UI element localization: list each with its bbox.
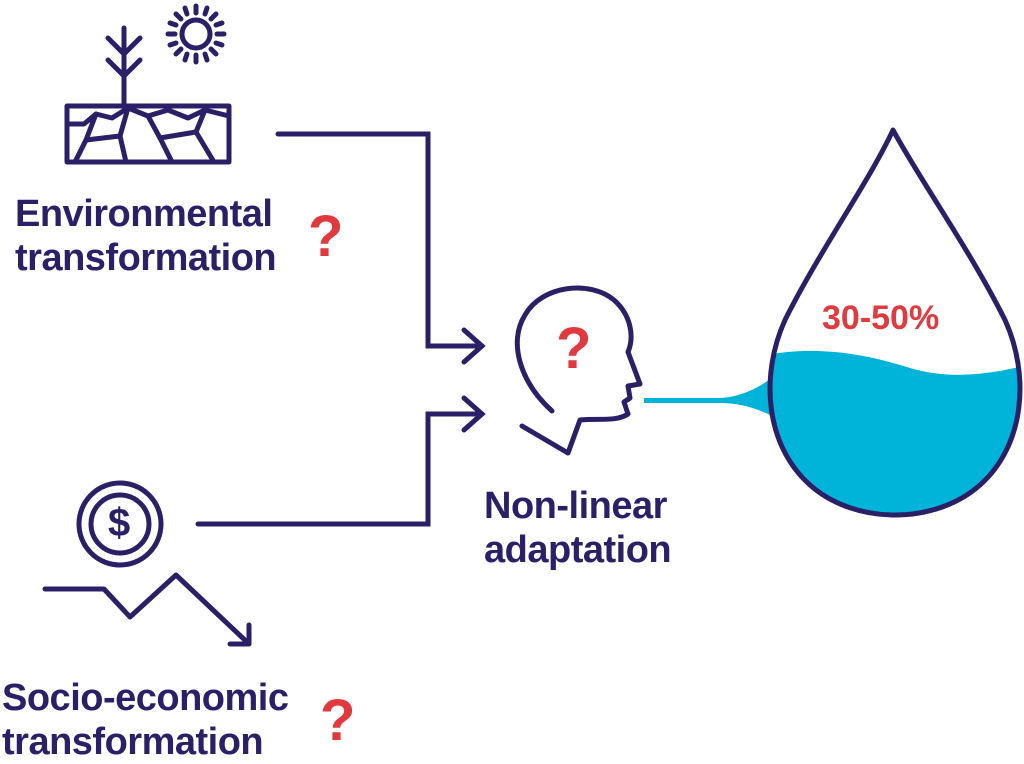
- environmental-line1: Environmental: [15, 193, 273, 235]
- environmental-line2: transformation: [15, 237, 277, 279]
- socio-economic-line2: transformation: [2, 721, 264, 763]
- environmental-arrow: [275, 131, 486, 365]
- declining-trend-arrow: [42, 572, 252, 647]
- adaptation-line2: adaptation: [484, 529, 672, 571]
- non-linear-adaptation-label: Non-linear adaptation: [484, 484, 672, 572]
- environmental-question-mark: ?: [308, 204, 344, 269]
- socio-economic-arrow: [195, 395, 486, 527]
- socio-economic-line1: Socio-economic: [2, 677, 289, 719]
- sprout-icon: [105, 25, 143, 109]
- socio-economic-question-mark: ?: [320, 688, 356, 753]
- sun-icon: [165, 3, 227, 65]
- water-stream: [644, 378, 772, 416]
- adaptation-line1: Non-linear: [484, 485, 667, 527]
- adaptation-question-mark: ?: [556, 316, 592, 381]
- dollar-sign: $: [108, 501, 130, 545]
- thinking-head-icon: [514, 285, 643, 456]
- percentage-label: 30-50%: [822, 299, 940, 337]
- dollar-coin-icon: [76, 480, 164, 568]
- environmental-transformation-label: Environmental transformation: [15, 192, 277, 280]
- cracked-soil-icon: [64, 103, 232, 165]
- socio-economic-transformation-label: Socio-economic transformation: [2, 676, 289, 764]
